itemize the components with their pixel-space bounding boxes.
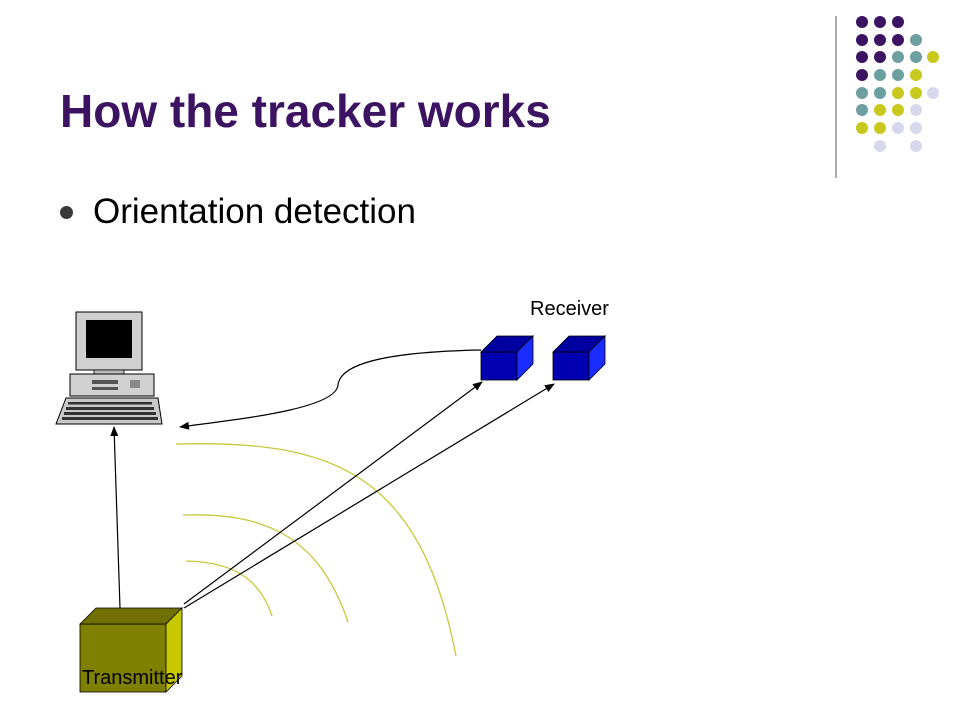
slide-title: How the tracker works (60, 85, 551, 137)
magnetic-field-lines (175, 443, 457, 657)
receiver-cable-arrow (179, 349, 482, 430)
bullet-item: Orientation detection (60, 192, 416, 232)
bullet-text: Orientation detection (93, 192, 416, 231)
signal-arrow-receiver-1 (183, 381, 483, 605)
signal-arrow-receiver-2 (183, 383, 555, 609)
transmitter-cable-arrow (110, 426, 121, 609)
receiver-cube-1 (480, 335, 534, 381)
bullet-icon (60, 205, 73, 219)
receiver-cube-2 (552, 335, 606, 381)
transmitter-label: Transmitter (82, 667, 183, 689)
computer-icon (55, 311, 163, 425)
transmitter-cube (79, 607, 183, 693)
receiver-label: Receiver (530, 298, 609, 320)
decorative-dot-grid (856, 16, 939, 152)
